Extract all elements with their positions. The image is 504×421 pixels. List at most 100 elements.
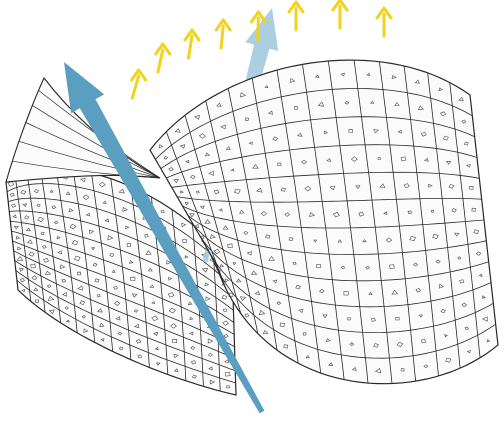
left-sheet-grid-line <box>72 169 95 343</box>
right-sheet-cell-mark <box>225 146 231 151</box>
left-sheet-cell-mark <box>107 235 114 241</box>
right-sheet-cell-mark <box>475 251 482 256</box>
left-sheet-cell-mark <box>168 277 173 281</box>
right-sheet-cell-mark <box>195 190 200 194</box>
right-sheet-cell-mark <box>428 183 433 188</box>
left-sheet-cell-mark <box>48 309 55 315</box>
left-sheet-grid-line <box>12 240 235 335</box>
left-sheet-grid-line <box>14 260 236 360</box>
left-sheet-cell-mark <box>22 203 28 208</box>
right-sheet-cell-mark <box>344 101 350 105</box>
left-sheet-cell-mark <box>221 295 228 300</box>
right-sheet-cell-mark <box>262 329 269 335</box>
left-sheet-cell-mark <box>147 267 153 272</box>
right-sheet-cell-mark <box>199 235 204 240</box>
left-sheet-cell-mark <box>65 191 71 195</box>
right-sheet-cell-mark <box>163 156 168 160</box>
right-sheet-cell-mark <box>466 164 471 168</box>
left-sheet-cell-mark <box>12 214 17 219</box>
right-sheet-cell-mark <box>442 135 449 141</box>
right-sheet-cell-mark <box>314 74 320 78</box>
right-sheet-cell-mark <box>481 316 488 322</box>
right-sheet-cell-mark <box>224 278 230 283</box>
right-sheet-cell-mark <box>256 187 263 193</box>
right-sheet-cell-mark <box>222 225 229 230</box>
left-sheet-cell-mark <box>125 225 130 230</box>
right-sheet-cell-mark <box>464 141 469 146</box>
left-sheet-cell-mark <box>205 296 211 302</box>
right-sheet-cell-mark <box>461 119 467 124</box>
right-sheet-cell-mark <box>230 168 235 172</box>
right-sheet-cell-mark <box>322 314 328 319</box>
right-sheet-grid-line <box>205 100 259 334</box>
left-sheet-cell-mark <box>94 278 100 283</box>
right-sheet-cell-mark <box>391 289 399 295</box>
left-sheet-cell-mark <box>149 284 155 288</box>
left-sheet-cell-mark <box>40 231 45 235</box>
left-sheet-cell-mark <box>25 227 31 232</box>
left-sheet-cell-mark <box>34 189 39 194</box>
right-sheet-cell-mark <box>228 292 234 297</box>
left-sheet-cell-mark <box>167 292 175 298</box>
small-arrows-group <box>130 0 393 100</box>
small-arrow-head <box>249 10 267 24</box>
right-sheet-cell-mark <box>432 234 439 240</box>
right-sheet-cell-mark <box>317 101 325 107</box>
right-sheet-grid-line <box>403 65 439 376</box>
right-sheet-cell-mark <box>279 322 286 328</box>
right-sheet-cell-mark <box>246 251 252 256</box>
right-sheet-cell-mark <box>362 239 367 243</box>
left-sheet-cell-mark <box>61 278 66 283</box>
left-sheet-grid-line <box>6 183 233 275</box>
right-sheet-grid-line <box>327 60 369 384</box>
left-sheet-cell-mark <box>187 301 193 306</box>
left-sheet-grid-line <box>55 167 78 333</box>
right-sheet-cell-mark <box>350 156 358 162</box>
right-sheet-cell-mark <box>209 257 216 262</box>
right-sheet-cell-mark <box>391 75 397 80</box>
left-sheet-cell-mark <box>130 276 136 281</box>
right-sheet-cell-mark <box>417 105 425 110</box>
right-sheet-cell-mark <box>478 273 483 277</box>
left-sheet-cell-mark <box>16 256 24 261</box>
right-sheet-cell-mark <box>209 233 216 239</box>
left-sheet-cell-mark <box>128 259 134 264</box>
right-sheet-cell-mark <box>258 309 266 315</box>
left-sheet-cell-mark <box>65 319 70 323</box>
left-sheet-cell-mark <box>172 338 178 344</box>
right-sheet-cell-mark <box>438 87 443 92</box>
small-arrow-head <box>154 42 172 56</box>
left-sheet-cell-mark <box>131 293 138 298</box>
small-up-arrow <box>214 18 232 50</box>
left-sheet-cell-mark <box>207 338 214 344</box>
right-sheet-cell-mark <box>316 263 322 269</box>
right-sheet-cell-mark <box>343 291 349 296</box>
small-arrow-head <box>331 0 349 12</box>
right-sheet-cell-mark <box>396 341 404 347</box>
right-sheet-cell-mark <box>397 129 402 134</box>
small-arrow-shaft <box>219 24 225 50</box>
right-sheet-cell-mark <box>218 208 223 212</box>
right-sheet-cell-mark <box>413 262 418 267</box>
small-up-arrow <box>375 6 393 38</box>
right-sheet-cell-mark <box>272 136 279 141</box>
right-sheet-cell-mark <box>328 362 334 367</box>
right-sheet-cell-mark <box>189 213 195 218</box>
right-sheet-cell-mark <box>292 261 297 265</box>
right-sheet-cell-mark <box>368 291 373 296</box>
left-sheet-cell-mark <box>97 308 103 313</box>
right-sheet-cell-mark <box>461 302 468 308</box>
small-arrow-shaft <box>130 74 141 100</box>
right-sheet-cell-mark <box>297 132 303 137</box>
right-sheet-cell-mark <box>190 174 196 179</box>
right-sheet-cell-mark <box>351 366 357 371</box>
left-sheet-grid-line <box>15 270 236 372</box>
right-sheet-cell-mark <box>454 232 460 237</box>
right-sheet-cell-mark <box>373 129 379 134</box>
left-sheet-cell-mark <box>102 200 107 204</box>
right-sheet-cell-mark <box>248 141 253 145</box>
left-sheet-cell-mark <box>181 222 187 228</box>
right-sheet-cell-mark <box>464 326 469 330</box>
right-sheet-cell-mark <box>298 308 304 314</box>
right-sheet-cell-mark <box>254 290 260 295</box>
